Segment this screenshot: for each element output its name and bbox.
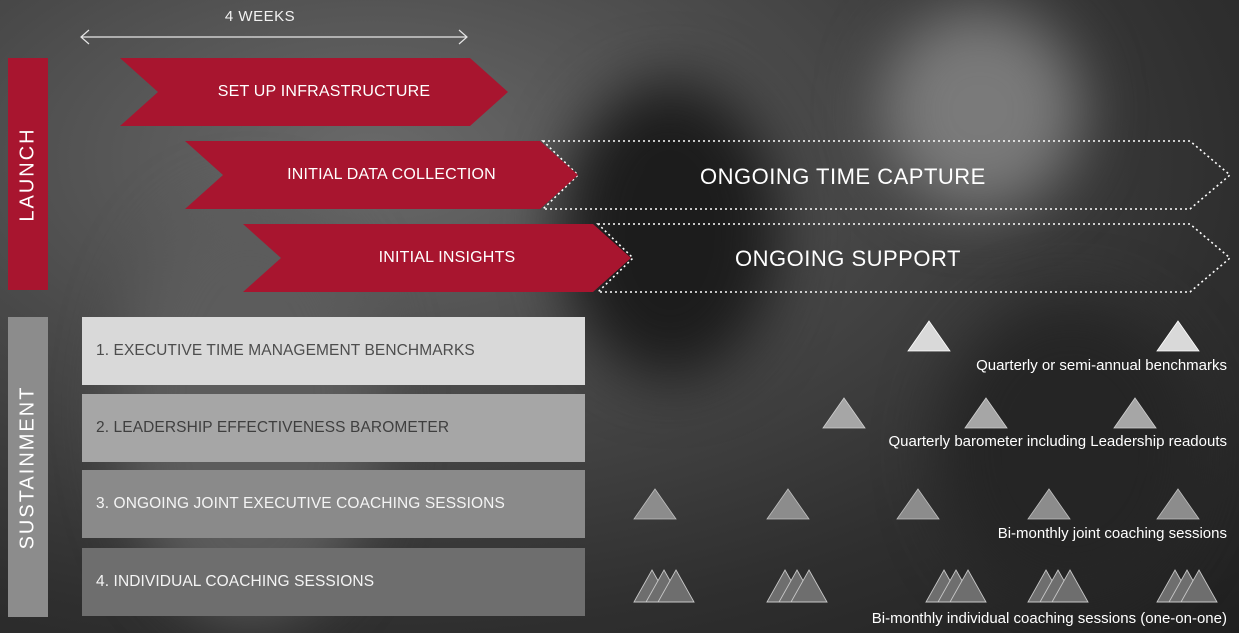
barometer-cadence-caption: Quarterly barometer including Leadership… [888, 433, 1227, 450]
sustainment-item-label: 4. INDIVIDUAL COACHING SESSIONS [96, 573, 375, 590]
sustainment-item-label: 1. EXECUTIVE TIME MANAGEMENT BENCHMARKS [96, 342, 475, 359]
triangle-group-icon [925, 569, 987, 603]
background-blob [940, 300, 1200, 600]
triangle-icon [822, 397, 866, 429]
ongoing-time-capture-arrow [541, 140, 1232, 210]
initial-data-collection-label: INITIAL DATA COLLECTION [287, 166, 496, 183]
triangle-group-icon [1156, 569, 1218, 603]
sustainment-phase-label: SUSTAINMENT [8, 317, 48, 617]
sustainment-label-text: SUSTAINMENT [16, 385, 39, 549]
triangle-icon [1027, 488, 1071, 520]
triangle-icon [1156, 320, 1200, 352]
ongoing-time-capture-label: ONGOING TIME CAPTURE [700, 164, 986, 189]
launch-label-text: LAUNCH [16, 126, 39, 222]
sustainment-item-label: 3. ONGOING JOINT EXECUTIVE COACHING SESS… [96, 495, 505, 512]
ongoing-support-arrow [596, 223, 1232, 293]
sustainment-item-label: 2. LEADERSHIP EFFECTIVENESS BAROMETER [96, 419, 450, 436]
launch-phase-label: LAUNCH [8, 58, 48, 290]
duration-label: 4 WEEKS [224, 8, 296, 25]
triangle-group-icon [633, 569, 695, 603]
initial-insights-label: INITIAL INSIGHTS [378, 249, 516, 266]
setup-infrastructure-chevron: SET UP INFRASTRUCTURE [120, 58, 508, 126]
triangle-group-icon [766, 569, 828, 603]
sustainment-item-barometer: 2. LEADERSHIP EFFECTIVENESS BAROMETER [82, 394, 585, 462]
triangle-icon [896, 488, 940, 520]
triangle-icon [964, 397, 1008, 429]
triangle-icon [633, 488, 677, 520]
sustainment-item-individual-coaching: 4. INDIVIDUAL COACHING SESSIONS [82, 548, 585, 616]
individual-coaching-cadence-caption: Bi-monthly individual coaching sessions … [871, 610, 1227, 627]
triangle-icon [766, 488, 810, 520]
double-arrow-icon [80, 29, 468, 45]
ongoing-support-label: ONGOING SUPPORT [735, 246, 961, 271]
background-blob [880, 10, 1080, 210]
joint-coaching-cadence-caption: Bi-monthly joint coaching sessions [997, 525, 1227, 542]
setup-infrastructure-label: SET UP INFRASTRUCTURE [217, 83, 431, 100]
benchmarks-cadence-caption: Quarterly or semi-annual benchmarks [976, 357, 1227, 374]
sustainment-item-benchmarks: 1. EXECUTIVE TIME MANAGEMENT BENCHMARKS [82, 317, 585, 385]
triangle-icon [1156, 488, 1200, 520]
sustainment-item-joint-coaching: 3. ONGOING JOINT EXECUTIVE COACHING SESS… [82, 470, 585, 538]
initial-insights-chevron: INITIAL INSIGHTS [243, 224, 631, 292]
initial-data-collection-chevron: INITIAL DATA COLLECTION [185, 141, 578, 209]
triangle-icon [907, 320, 951, 352]
triangle-group-icon [1027, 569, 1089, 603]
triangle-icon [1113, 397, 1157, 429]
